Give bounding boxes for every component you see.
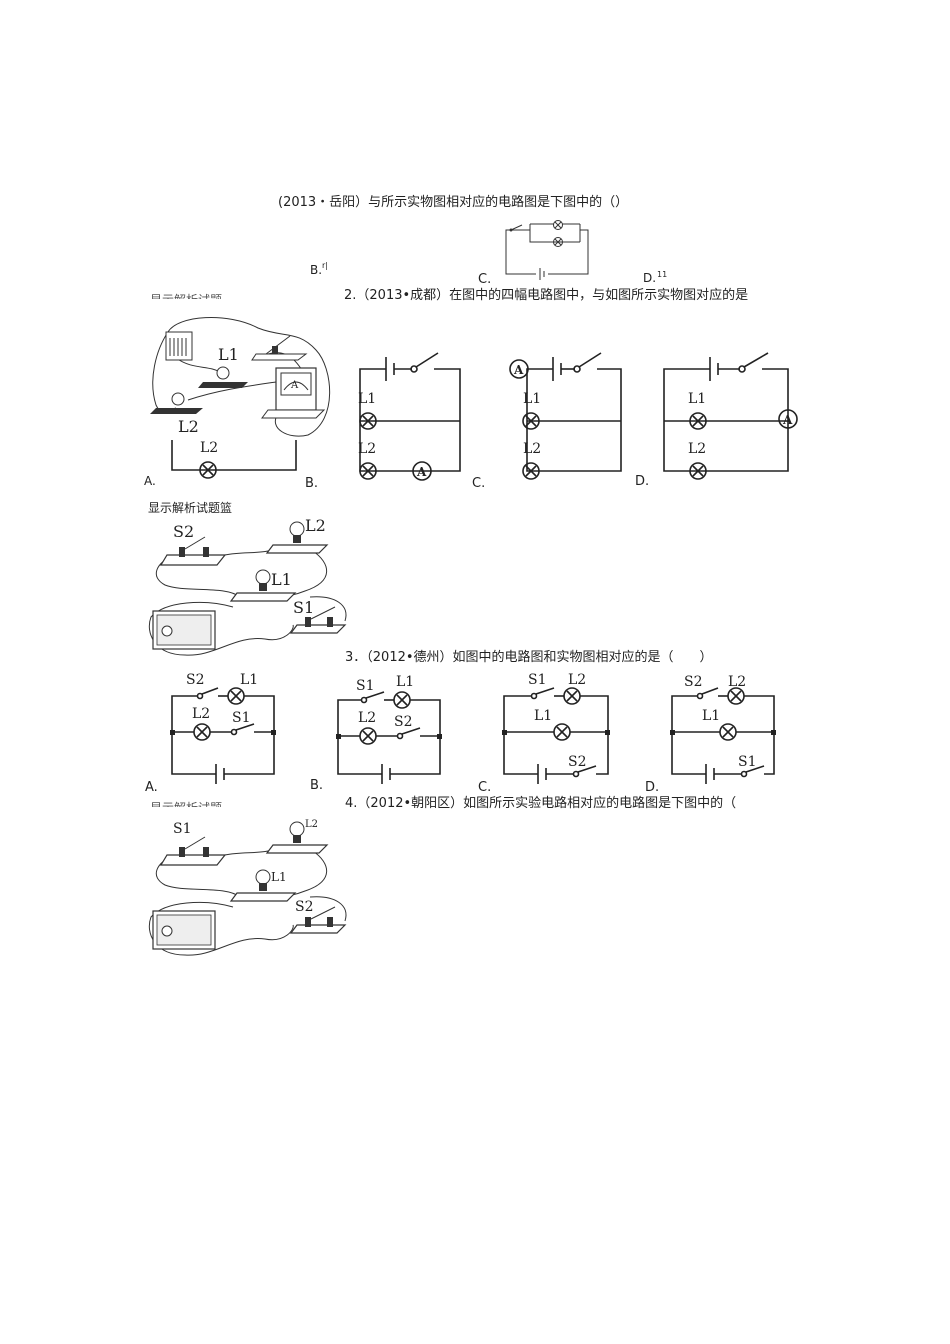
q2-setup-bulb-2-label: L2 — [178, 417, 199, 436]
q3-option-d-label: D. — [645, 780, 660, 795]
q3-c-switch-1-label: S1 — [528, 672, 547, 688]
q2-option-d-circuit: A L1 L2 — [663, 352, 798, 480]
q1-option-c-circuit — [505, 220, 589, 280]
q1-stem: (2013・岳阳）与所示实物图相对应的电路图是下图中的（） — [278, 195, 629, 210]
q3-option-d-circuit: S2 L2 L1 S1 — [670, 674, 776, 784]
q3-option-a-label: A. — [145, 780, 158, 795]
q1-option-b-label: B. — [310, 263, 323, 277]
q4-physical-setup: S1 L2 L1 S2 — [148, 819, 347, 956]
q2-option-b-label: B. — [305, 476, 319, 491]
q2-setup-bulb-1-label: L1 — [218, 345, 239, 364]
q3-option-b-circuit: S1 L1 L2 S2 — [336, 674, 442, 784]
q3-a-bulb-1-label: L1 — [240, 672, 258, 688]
q3-option-c-circuit: S1 L2 L1 S2 — [502, 672, 610, 784]
q3-c-bulb-2-label: L2 — [568, 672, 586, 688]
q3-a-bulb-2-label: L2 — [192, 706, 210, 722]
q4-cut-link[interactable]: 显示解析试题 — [150, 800, 222, 807]
q4-stem: 4.（2012•朝阳区）如图所示实验电路相对应的电路图是下图中的（ — [345, 796, 737, 811]
q2-d-bulb-2-label: L2 — [688, 441, 706, 457]
q2-option-a-label: A. — [144, 474, 156, 488]
q3-option-c-label: C. — [478, 780, 492, 795]
q4-setup-switch-2-label: S2 — [295, 899, 314, 915]
q1-option-d-label: D. — [643, 271, 657, 285]
q3-setup-bulb-1-label: L1 — [271, 570, 292, 589]
q2-setup-ammeter-label: A — [290, 380, 299, 391]
q2-option-c-circuit: A L1 L2 — [509, 352, 622, 480]
q2-cut-link[interactable]: 显示解析试题 — [150, 292, 222, 299]
q3-option-a-circuit: S2 L1 L2 S1 — [170, 672, 276, 784]
q3-b-bulb-2-label: L2 — [358, 710, 376, 726]
q1-option-d-fragment: 11 — [657, 270, 668, 279]
q2-b-bulb-2-label: L2 — [358, 441, 376, 457]
q2-b-bulb-1-label: L1 — [358, 391, 376, 407]
q3-option-b-label: B. — [310, 778, 324, 793]
q3-setup-switch-2-label: S2 — [173, 522, 194, 541]
q3-show-analysis-link[interactable]: 显示解析试题篮 — [148, 501, 233, 515]
q3-d-bulb-1-label: L1 — [702, 708, 720, 724]
q3-stem: 3．（2012•德州）如图中的电路图和实物图相对应的是（ ） — [345, 650, 713, 665]
q1-option-c-label: C. — [478, 272, 492, 287]
q3-a-switch-1-label: S1 — [232, 710, 251, 726]
q2-c-bulb-1-label: L1 — [523, 391, 541, 407]
q3-d-switch-2-label: S2 — [684, 674, 703, 690]
q2-option-d-label: D. — [635, 474, 650, 489]
q3-c-switch-2-label: S2 — [568, 754, 587, 770]
q2-physical-setup: L1 L2 A — [150, 316, 331, 437]
q2-d-bulb-1-label: L1 — [688, 391, 706, 407]
q3-setup-bulb-2-label: L2 — [305, 516, 326, 535]
q2-a-bulb-2-label: L2 — [200, 440, 218, 456]
q3-physical-setup: S2 L2 L1 S1 — [148, 516, 347, 656]
q3-b-switch-1-label: S1 — [356, 678, 375, 694]
q2-c-bulb-2-label: L2 — [523, 441, 541, 457]
q2-option-a-circuit: L2 — [171, 440, 297, 479]
q3-d-switch-1-label: S1 — [738, 754, 757, 770]
q2-b-ammeter-label: A — [416, 465, 427, 479]
q2-option-b-circuit: L1 L2 A — [358, 352, 461, 481]
q3-b-switch-2-label: S2 — [394, 714, 413, 730]
q3-setup-switch-1-label: S1 — [293, 598, 314, 617]
q4-setup-bulb-2-label: L2 — [305, 819, 318, 830]
q3-b-bulb-1-label: L1 — [396, 674, 414, 690]
q4-setup-switch-1-label: S1 — [173, 821, 192, 837]
q2-d-ammeter-label: A — [782, 413, 793, 427]
q1-option-b-fragment: r| — [322, 261, 328, 270]
q3-d-bulb-2-label: L2 — [728, 674, 746, 690]
q3-c-bulb-1-label: L1 — [534, 708, 552, 724]
q2-stem: 2.（2013•成都）在图中的四幅电路图中，与如图所示实物图对应的是 — [344, 288, 749, 303]
q2-c-ammeter-label: A — [513, 363, 524, 377]
q4-setup-bulb-1-label: L1 — [271, 870, 287, 884]
q3-a-switch-2-label: S2 — [186, 672, 205, 688]
q2-option-c-label: C. — [472, 476, 486, 491]
